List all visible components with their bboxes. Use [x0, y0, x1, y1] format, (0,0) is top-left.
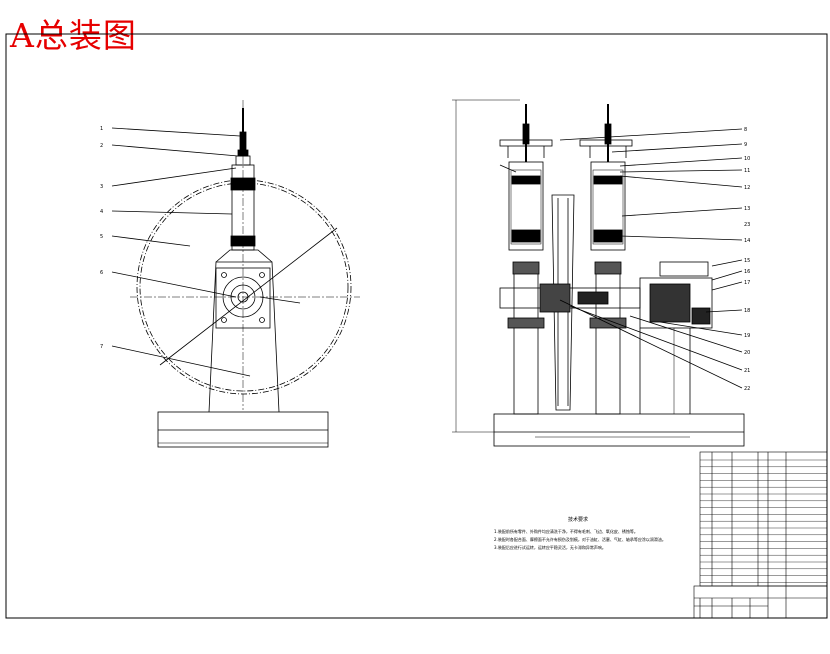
leader-label: 19	[744, 333, 750, 339]
leader-label: 12	[744, 185, 750, 191]
title-block	[693, 585, 828, 619]
leader-label: 7	[100, 344, 103, 350]
notes-heading: 技术要求	[568, 516, 588, 523]
leader-label: 9	[744, 142, 747, 148]
leader-label: 17	[744, 280, 750, 286]
side-base	[493, 413, 745, 447]
front-leader-labels: 1 2 3 4 5 6 7	[100, 126, 103, 350]
parts-list	[699, 451, 828, 587]
leader-label: 14	[744, 238, 750, 244]
left-column	[513, 269, 539, 415]
leader-label: 6	[100, 270, 103, 276]
leader-label: 1	[100, 126, 103, 132]
side-view	[452, 99, 745, 447]
front-base	[157, 411, 329, 448]
front-stand	[208, 261, 280, 413]
drawing-title: A总装图	[10, 16, 137, 55]
notes-line: 2.装配时各配合面、摩擦面不允许有损伤及划痕，对于油缸、活塞、气缸、轴承等应涂以…	[494, 536, 666, 542]
leader-label: 16	[744, 269, 750, 275]
leader-label: 2	[100, 143, 103, 149]
leader-label: 22	[744, 386, 750, 392]
leader-label: 18	[744, 308, 750, 314]
leader-label: 20	[744, 350, 750, 356]
parts-list-rows	[700, 459, 827, 583]
leader-label: 3	[100, 184, 103, 190]
notes-line: 3.装配后应进行试运转，运转应平稳灵活，无卡滞和异常声响。	[494, 544, 606, 550]
technical-notes: 技术要求 1.装配前所有零件、外购件均应清洗干净，不得有毛刺、飞边、氧化皮、锈蚀…	[494, 516, 666, 550]
leader-label: 15	[744, 258, 750, 264]
wheel-rim-side	[551, 194, 575, 411]
leader-label: 11	[744, 168, 750, 174]
leader-label: 4	[100, 209, 103, 215]
leader-label: 5	[100, 234, 103, 240]
drawing-frame	[5, 33, 828, 619]
leader-label: 13	[744, 206, 750, 212]
leader-label: 10	[744, 156, 750, 162]
leader-label: 21	[744, 368, 750, 374]
leader-label: 8	[744, 127, 747, 133]
drive-unit	[639, 277, 713, 329]
leader-label: 23	[744, 222, 750, 228]
notes-line: 1.装配前所有零件、外购件均应清洗干净，不得有毛刺、飞边、氧化皮、锈蚀等。	[494, 528, 638, 534]
side-leader-labels: 8 9 10 11 12 13 14 15 16 17 18 19 20 21 …	[744, 127, 750, 392]
front-view	[111, 100, 360, 448]
